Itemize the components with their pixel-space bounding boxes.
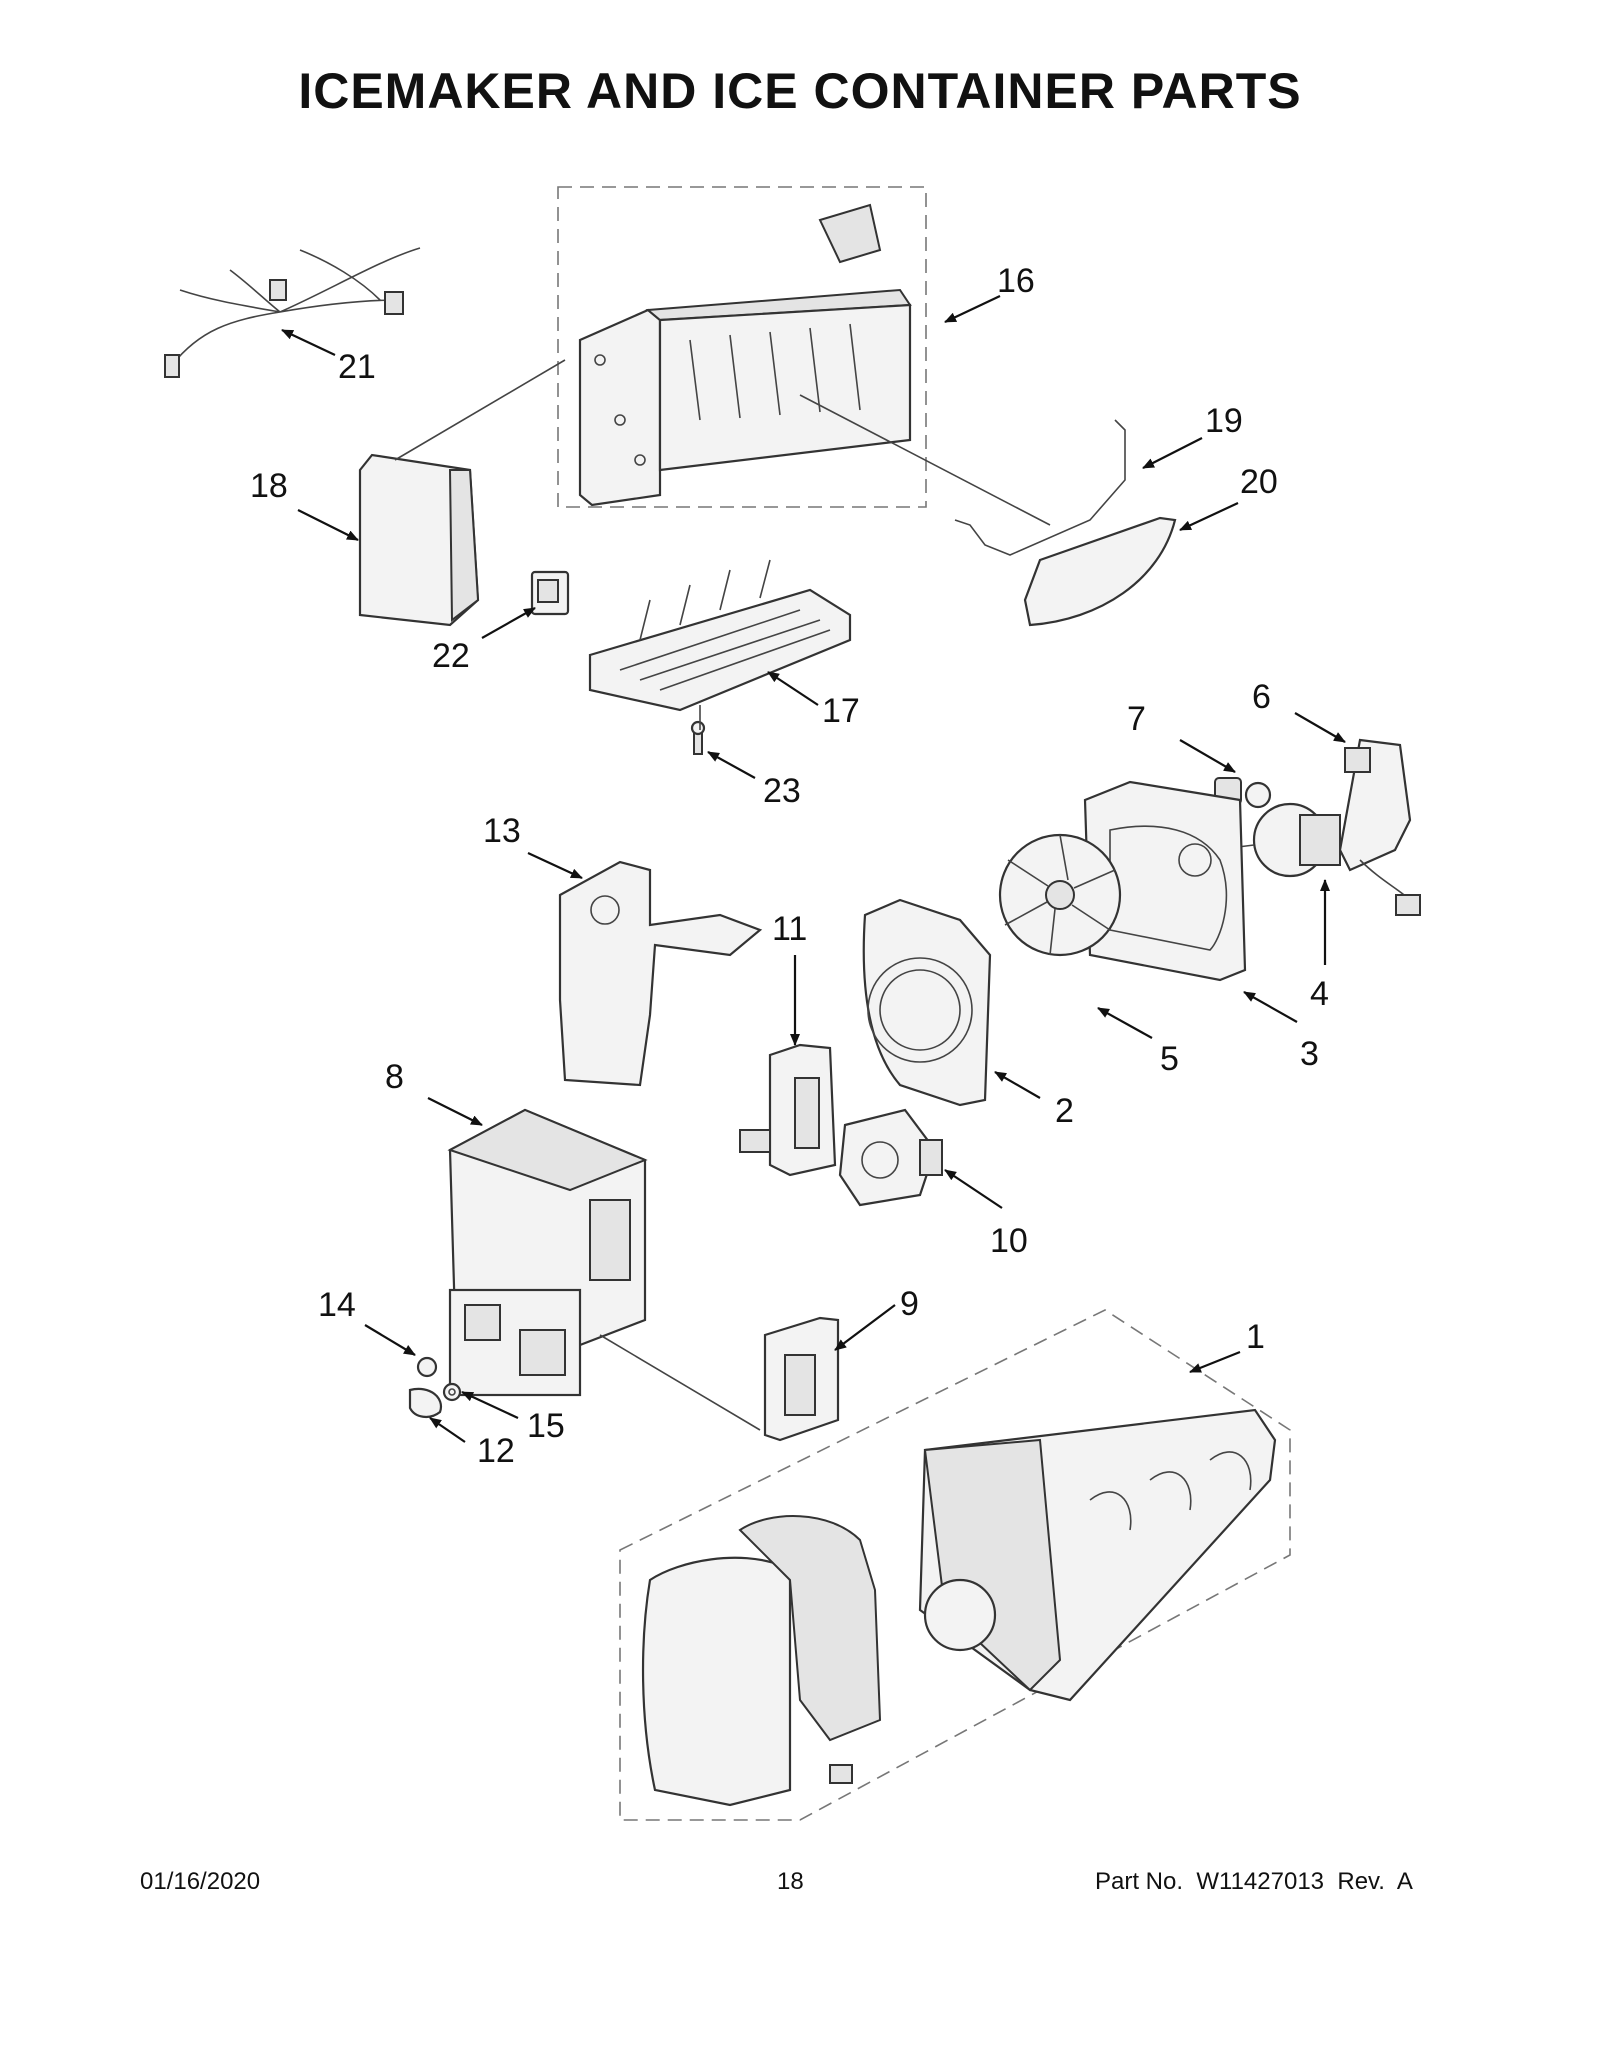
part-3-fan-housing: [1083, 780, 1247, 982]
callout-4: 4: [1310, 975, 1329, 1013]
callout-23: 23: [763, 772, 801, 810]
callout-10: 10: [990, 1222, 1028, 1260]
part-16-icemaker: [557, 186, 927, 508]
callout-labels: 1 2 3 4 5 6 7 8 9 10 11 12 13 14 15 16 1…: [250, 262, 1329, 1470]
callout-22: 22: [432, 637, 470, 675]
callout-16: 16: [997, 262, 1035, 300]
part-9-plate: [763, 1316, 840, 1442]
leader-lines: [394, 359, 1051, 1431]
callout-7: 7: [1127, 700, 1146, 738]
footer-date: 01/16/2020: [140, 1868, 261, 1895]
callout-17: 17: [822, 692, 860, 730]
footer-page-number: 18: [777, 1868, 804, 1895]
callout-20: 20: [1240, 463, 1278, 501]
callout-3: 3: [1300, 1035, 1319, 1073]
callout-13: 13: [483, 812, 521, 850]
part-6-bracket: [1338, 738, 1421, 916]
callout-18: 18: [250, 467, 288, 505]
part-18-cover: [358, 453, 480, 627]
part-8-housing: [447, 1108, 648, 1397]
part-21-wire-harness: [164, 247, 421, 378]
part-13-duct: [558, 860, 763, 1087]
footer-part-number: Part No. W11427013 Rev. A: [1095, 1868, 1413, 1895]
callout-5: 5: [1160, 1040, 1179, 1078]
part-19-arm: [954, 419, 1126, 556]
part-23-screw: [690, 720, 706, 755]
part-15-washer: [442, 1382, 462, 1402]
part-1-ice-container: [619, 1309, 1291, 1821]
callout-9: 9: [900, 1285, 919, 1323]
part-12-clip: [408, 1387, 443, 1418]
part-4-motor: [1229, 802, 1341, 878]
callout-21: 21: [338, 348, 376, 386]
callout-12: 12: [477, 1432, 515, 1470]
callout-11: 11: [772, 910, 807, 948]
callout-14: 14: [318, 1286, 356, 1324]
part-10-auger-motor: [838, 1108, 943, 1207]
part-2-fan-cover: [862, 898, 992, 1107]
part-11-bracket: [739, 1043, 837, 1177]
part-14-nut: [416, 1356, 438, 1378]
callout-1: 1: [1246, 1318, 1265, 1356]
part-5-impeller: [998, 833, 1122, 957]
part-20-shutter: [1023, 516, 1177, 627]
page-title: ICEMAKER AND ICE CONTAINER PARTS: [298, 63, 1302, 119]
callout-15: 15: [527, 1407, 565, 1445]
callout-arrows: [281, 295, 1346, 1443]
callout-2: 2: [1055, 1092, 1074, 1130]
callout-6: 6: [1252, 678, 1271, 716]
part-22-switch: [530, 570, 570, 616]
callout-19: 19: [1205, 402, 1243, 440]
callout-8: 8: [385, 1058, 404, 1096]
part-17-mold-tray: [588, 559, 852, 712]
